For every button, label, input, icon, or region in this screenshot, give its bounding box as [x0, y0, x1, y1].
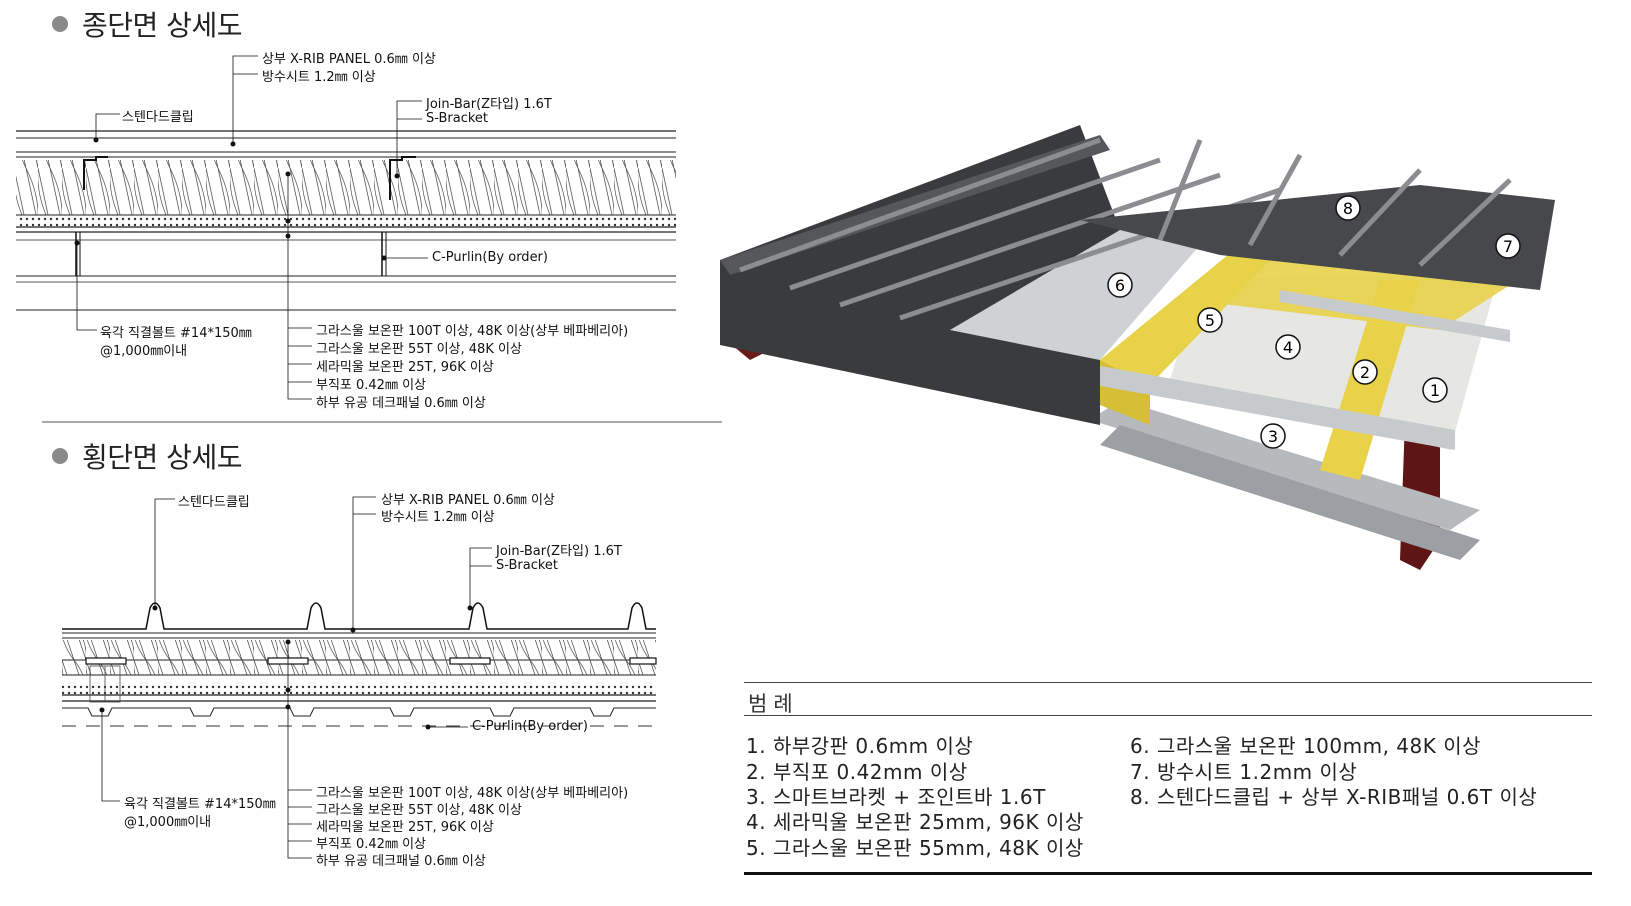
longitudinal-section-drawing: [16, 55, 722, 423]
trans-upper-panel-label: 상부 X-RIB PANEL 0.6㎜ 이상: [381, 493, 555, 508]
bullet-icon: [52, 448, 68, 464]
svg-text:3: 3: [1268, 427, 1278, 446]
legend-bottom-rule: [744, 872, 1592, 875]
trans-c-purlin-label: C-Purlin(By order): [472, 719, 588, 734]
transverse-section-title: 횡단면 상세도: [52, 436, 242, 476]
svg-text:8: 8: [1343, 199, 1353, 218]
legend-top-rule: [744, 682, 1592, 683]
marker-4-icon: 4: [1275, 334, 1301, 360]
long-join-bar-label: Join-Bar(Z타입) 1.6T: [426, 97, 552, 112]
long-deck-label: 하부 유공 데크패널 0.6㎜ 이상: [316, 396, 486, 411]
legend-item-4: 4. 세라믹울 보온판 25mm, 96K 이상: [746, 810, 1084, 834]
svg-text:7: 7: [1503, 237, 1513, 256]
legend-item-8: 8. 스텐다드클립 + 상부 X-RIB패널 0.6T 이상: [1130, 785, 1538, 809]
marker-7-icon: 7: [1495, 233, 1521, 259]
transverse-title-text: 횡단면 상세도: [82, 441, 242, 474]
svg-text:4: 4: [1283, 338, 1293, 357]
svg-text:1: 1: [1430, 381, 1440, 400]
legend-title: 범례: [748, 692, 799, 716]
svg-text:2: 2: [1360, 363, 1370, 382]
legend-item-5: 5. 그라스울 보온판 55mm, 48K 이상: [746, 836, 1084, 860]
long-bolt-label: 육각 직결볼트 #14*150㎜: [100, 326, 252, 341]
trans-glasswool-55-label: 그라스울 보온판 55T 이상, 48K 이상: [316, 803, 522, 818]
trans-glasswool-100-label: 그라스울 보온판 100T 이상, 48K 이상(상부 베파베리아): [316, 786, 629, 801]
long-c-purlin-label: C-Purlin(By order): [432, 250, 548, 265]
trans-standard-clip-label: 스텐다드클립: [178, 495, 250, 510]
trans-s-bracket-label: S-Bracket: [496, 558, 559, 573]
marker-5-icon: 5: [1197, 307, 1223, 333]
long-s-bracket-label: S-Bracket: [426, 111, 489, 126]
trans-join-bar-label: Join-Bar(Z타입) 1.6T: [496, 544, 622, 559]
long-nonwoven-label: 부직포 0.42㎜ 이상: [316, 378, 427, 393]
legend-item-2: 2. 부직포 0.42mm 이상: [746, 760, 968, 784]
trans-bolt-label: 육각 직결볼트 #14*150㎜: [124, 797, 276, 812]
transverse-section-drawing: [62, 496, 657, 859]
long-glasswool-100-label: 그라스울 보온판 100T 이상, 48K 이상(상부 베파베리아): [316, 324, 629, 339]
legend-item-6: 6. 그라스울 보온판 100mm, 48K 이상: [1130, 734, 1482, 758]
legend-header-rule: [744, 715, 1592, 716]
svg-text:6: 6: [1115, 276, 1125, 295]
long-ceramic-label: 세라믹울 보온판 25T, 96K 이상: [316, 360, 494, 375]
legend-item-3: 3. 스마트브라켓 + 조인트바 1.6T: [746, 785, 1046, 809]
bullet-icon: [52, 16, 68, 32]
legend-item-1: 1. 하부강판 0.6mm 이상: [746, 734, 974, 758]
trans-nonwoven-label: 부직포 0.42㎜ 이상: [316, 837, 427, 852]
trans-bolt-spacing-label: @1,000㎜이내: [124, 815, 212, 830]
long-glasswool-55-label: 그라스울 보온판 55T 이상, 48K 이상: [316, 342, 522, 357]
marker-2-icon: 2: [1352, 359, 1378, 385]
trans-ceramic-label: 세라믹울 보온판 25T, 96K 이상: [316, 820, 494, 835]
marker-8-icon: 8: [1335, 195, 1361, 221]
trans-deck-label: 하부 유공 데크패널 0.6㎜ 이상: [316, 854, 486, 869]
marker-1-icon: 1: [1422, 377, 1448, 403]
roof-system-3d-render: 1 2 3 4 5 6 7 8: [720, 125, 1555, 570]
svg-text:5: 5: [1205, 311, 1215, 330]
marker-6-icon: 6: [1107, 272, 1133, 298]
longitudinal-section-title: 종단면 상세도: [52, 4, 242, 44]
long-bolt-spacing-label: @1,000㎜이내: [100, 344, 188, 359]
longitudinal-title-text: 종단면 상세도: [82, 9, 242, 42]
marker-3-icon: 3: [1260, 423, 1286, 449]
long-standard-clip-label: 스텐다드클립: [122, 110, 194, 125]
trans-waterproof-label: 방수시트 1.2㎜ 이상: [381, 510, 495, 525]
long-waterproof-label: 방수시트 1.2㎜ 이상: [262, 70, 376, 85]
long-upper-panel-label: 상부 X-RIB PANEL 0.6㎜ 이상: [262, 52, 436, 67]
legend-item-7: 7. 방수시트 1.2mm 이상: [1130, 760, 1358, 784]
